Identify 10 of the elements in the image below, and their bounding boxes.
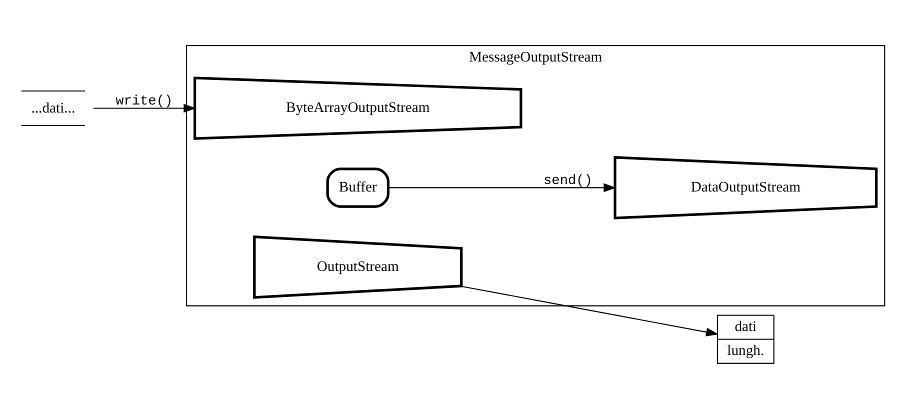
- arrow: [94, 103, 196, 112]
- node-box: ByteArrayOutputStream: [194, 76, 522, 140]
- node-box: DataOutputStream: [614, 156, 878, 219]
- arrow: [388, 182, 616, 192]
- node-box: OutputStream: [253, 234, 463, 298]
- node-text: ...dati...: [31, 100, 76, 116]
- edge-label: send(): [544, 173, 592, 188]
- node-box: Buffer: [326, 167, 390, 208]
- arrow: [460, 285, 719, 336]
- edge-label: write(): [116, 94, 173, 109]
